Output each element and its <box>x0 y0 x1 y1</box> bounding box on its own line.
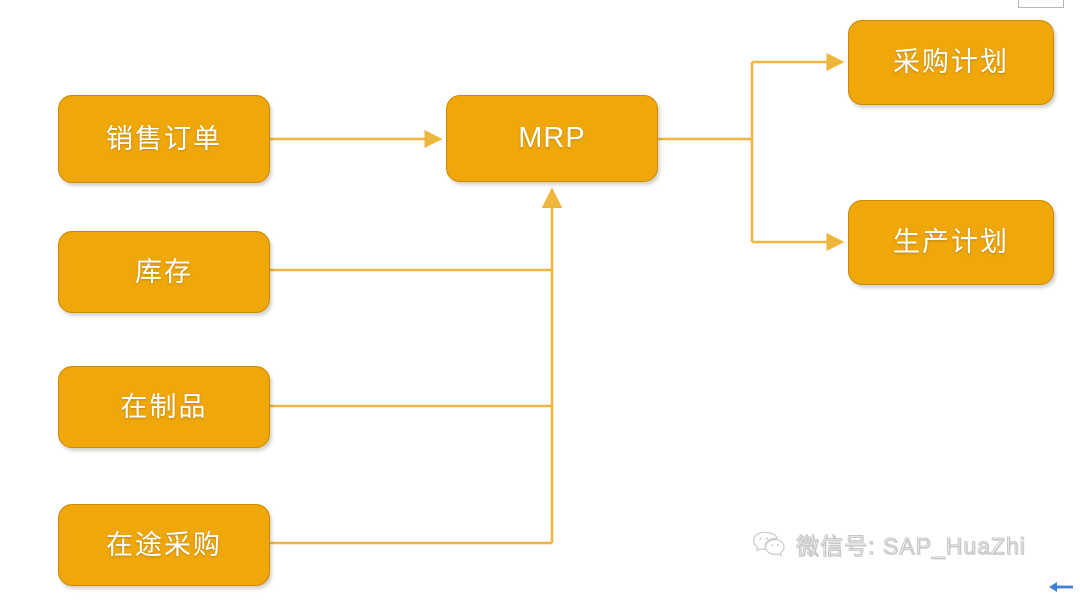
node-label: MRP <box>518 122 586 154</box>
wechat-icon <box>752 530 786 558</box>
node-production-plan[interactable]: 生产计划 <box>848 200 1054 285</box>
edge-mrp-split-trunk <box>658 62 754 242</box>
node-label: 在制品 <box>120 391 208 422</box>
node-label: 生产计划 <box>893 227 1009 257</box>
node-label: 在途采购 <box>106 529 222 560</box>
node-label: 采购计划 <box>893 47 1009 77</box>
node-sales-order[interactable]: 销售订单 <box>58 95 270 183</box>
node-label: 销售订单 <box>106 123 222 154</box>
watermark: 微信号: SAP_HuaZhi <box>752 527 1026 561</box>
watermark-text: 微信号: SAP_HuaZhi <box>796 533 1026 560</box>
node-purchase-in-transit[interactable]: 在途采购 <box>58 504 270 586</box>
node-purchase-plan[interactable]: 采购计划 <box>848 20 1054 105</box>
node-inventory[interactable]: 库存 <box>58 231 270 313</box>
arrow-left-icon[interactable] <box>1048 578 1074 596</box>
node-label: 库存 <box>135 256 193 287</box>
node-work-in-process[interactable]: 在制品 <box>58 366 270 448</box>
node-mrp[interactable]: MRP <box>446 95 658 182</box>
cropped-rectangle-fragment <box>1018 0 1064 8</box>
